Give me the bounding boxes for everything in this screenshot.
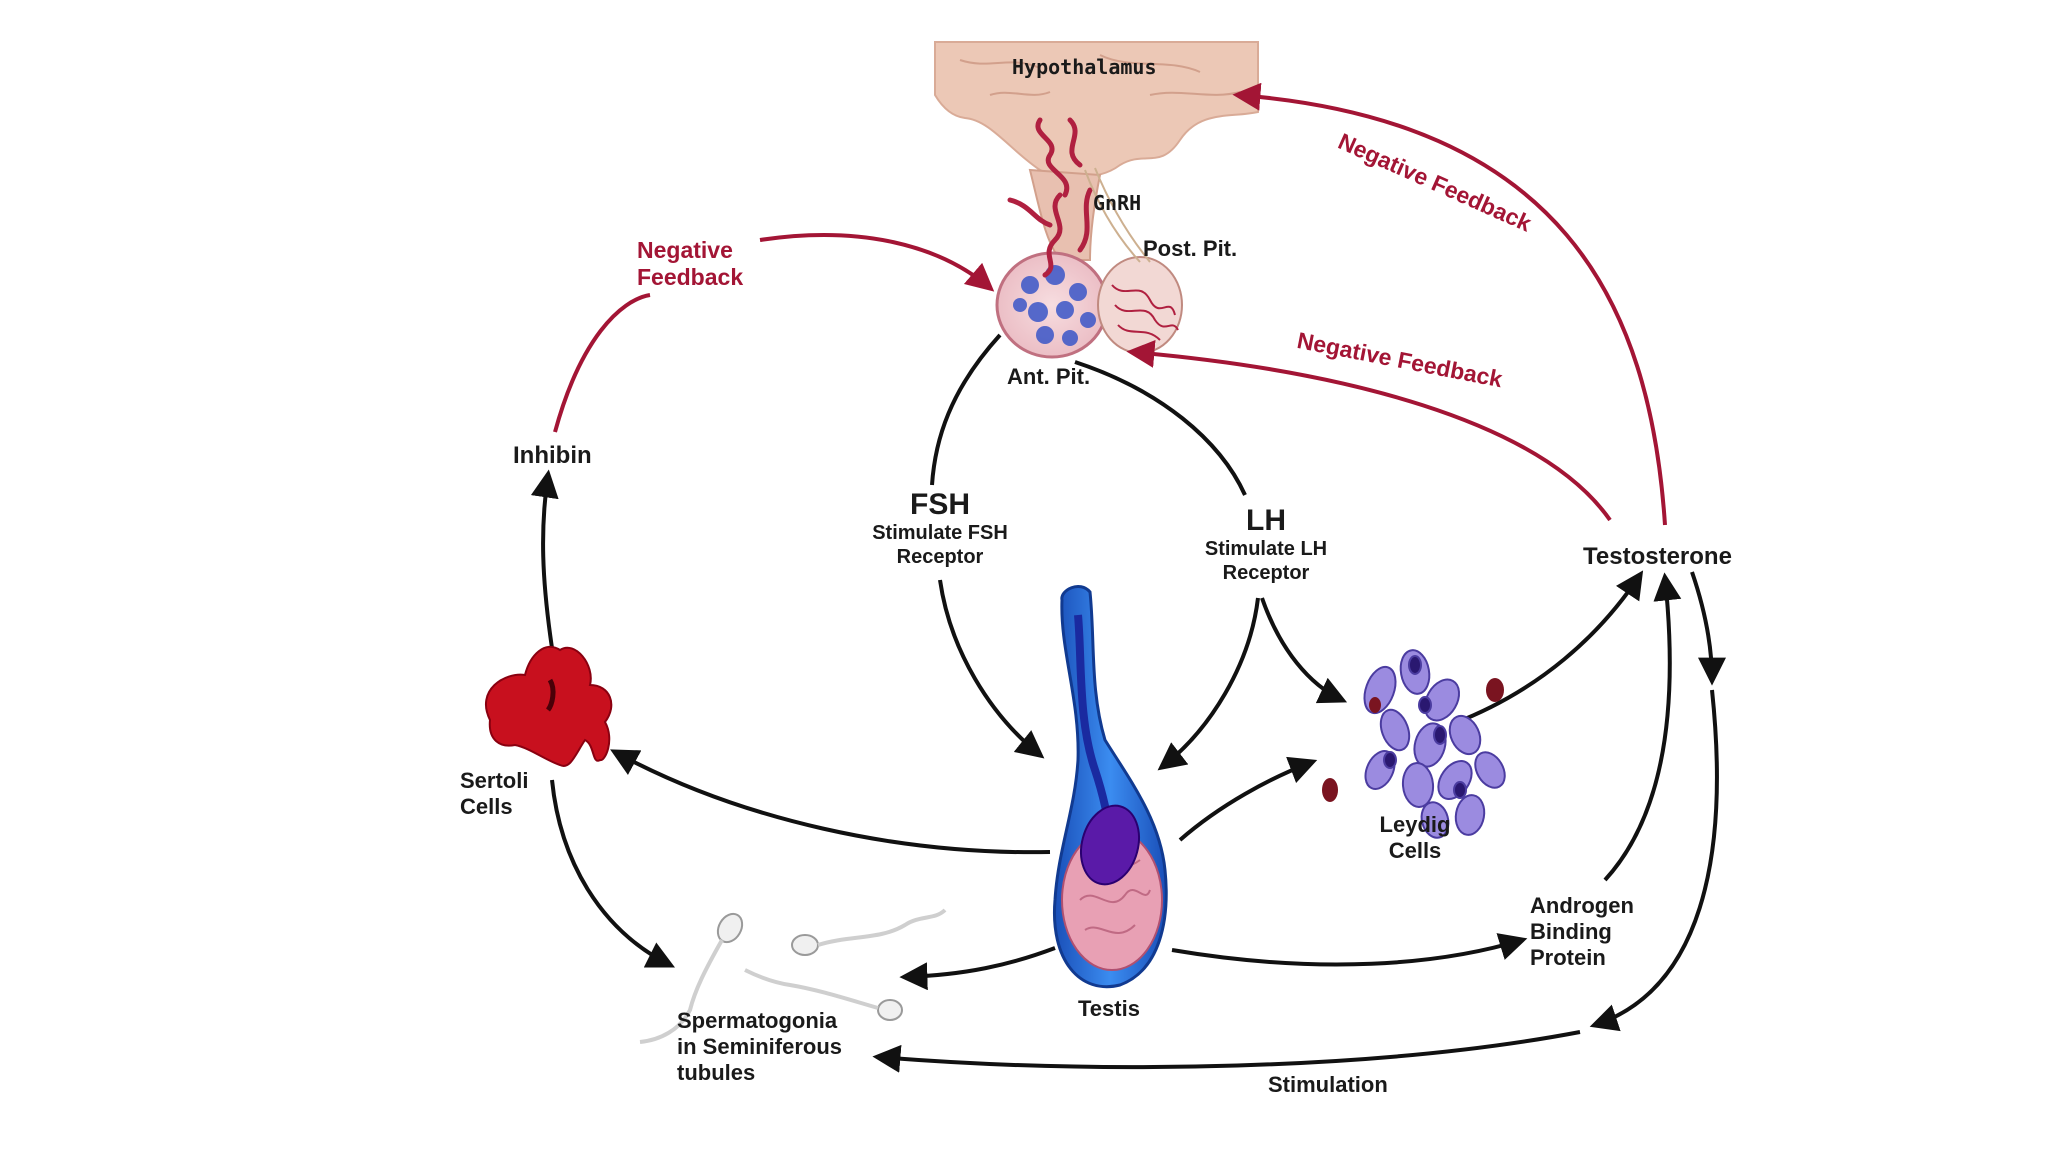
arrow-right-loop-stimulation — [1589, 689, 1719, 1032]
arrow-stimulation-sperm — [872, 1030, 1581, 1073]
hypothalamus-illustration — [934, 41, 1259, 261]
arrow-sertoli-sperm — [550, 779, 676, 968]
label-leydig-line1: Leydig — [1379, 812, 1451, 837]
arrow-antpit-fsh — [930, 333, 1002, 486]
pituitary-illustration — [995, 117, 1183, 359]
arrow-testis-abp — [1171, 933, 1528, 967]
label-negative-feedback-left-line2: Feedback — [637, 264, 744, 291]
label-abp-line3: Protein — [1530, 944, 1606, 970]
label-fsh-group: FSH Stimulate FSH Receptor — [860, 487, 1020, 570]
label-inhibin: Inhibin — [513, 442, 592, 469]
label-sertoli-line1: Sertoli — [460, 768, 529, 793]
arrow-testis-sperm — [899, 946, 1056, 991]
label-sperm-line1: Spermatogonia — [677, 1008, 838, 1033]
label-lh-desc-1: Stimulate LH — [1204, 538, 1328, 561]
arrow-abp-testosterone — [1603, 572, 1682, 882]
arrow-leydig-testosterone — [1454, 570, 1644, 725]
label-lh-desc-2: Receptor — [1222, 561, 1310, 584]
feedback-arrow-testosterone-hypothalamus — [1232, 82, 1667, 526]
feedback-arrows — [553, 82, 1667, 526]
label-leydig-line2: Cells — [1388, 837, 1442, 863]
arrow-testis-sertoli — [610, 749, 1051, 855]
arrow-testosterone-down — [1690, 571, 1726, 686]
label-androgen-binding-protein: Androgen Binding Protein — [1530, 893, 1634, 971]
label-ant-pit: Ant. Pit. — [1007, 364, 1091, 389]
arrow-lh-testis — [1157, 597, 1260, 771]
label-sertoli-line2: Cells — [460, 793, 513, 819]
testis-illustration — [1052, 585, 1168, 989]
feedback-arrow-inhibin — [553, 293, 651, 433]
label-lh-group: LH Stimulate LH Receptor — [1186, 503, 1346, 586]
label-post-pit: Post. Pit. — [1143, 236, 1238, 261]
label-fsh-desc-2: Receptor — [896, 545, 984, 568]
label-sperm-line3: tubules — [677, 1059, 756, 1085]
arrow-lh-leydig — [1260, 597, 1348, 704]
label-hypothalamus: Hypothalamus — [1012, 55, 1157, 79]
label-leydig-cells: Leydig Cells — [1365, 812, 1465, 864]
sertoli-cell-illustration — [484, 645, 613, 767]
label-abp-line1: Androgen — [1530, 893, 1634, 918]
label-fsh-desc-1: Stimulate FSH — [872, 522, 1008, 545]
arrow-testis-leydig — [1178, 756, 1318, 842]
label-testis: Testis — [1078, 996, 1140, 1021]
feedback-arrow-to-ant-pit — [759, 233, 995, 292]
label-testosterone: Testosterone — [1583, 543, 1732, 570]
label-spermatogonia: Spermatogonia in Seminiferous tubules — [677, 1008, 842, 1086]
label-stimulation: Stimulation — [1268, 1072, 1388, 1097]
leydig-cells-illustration — [1322, 649, 1506, 839]
label-sertoli-cells: Sertoli Cells — [460, 768, 528, 820]
label-gnrh: GnRH — [1093, 191, 1142, 215]
label-negative-feedback-left: Negative Feedback — [637, 237, 743, 291]
sperm-illustration — [639, 908, 947, 1044]
arrow-antpit-lh — [1074, 360, 1247, 496]
label-negative-feedback-left-line1: Negative — [637, 237, 733, 263]
label-sperm-line2: in Seminiferous — [677, 1033, 843, 1059]
flow-arrows — [530, 333, 1726, 1073]
arrow-sertoli-inhibin — [530, 469, 559, 649]
feedback-arrow-testosterone-pituitary — [1126, 339, 1612, 522]
label-lh: LH — [1246, 504, 1286, 537]
arrow-fsh-testis — [938, 579, 1045, 759]
label-abp-line2: Binding — [1530, 918, 1612, 944]
label-fsh: FSH — [910, 488, 970, 521]
